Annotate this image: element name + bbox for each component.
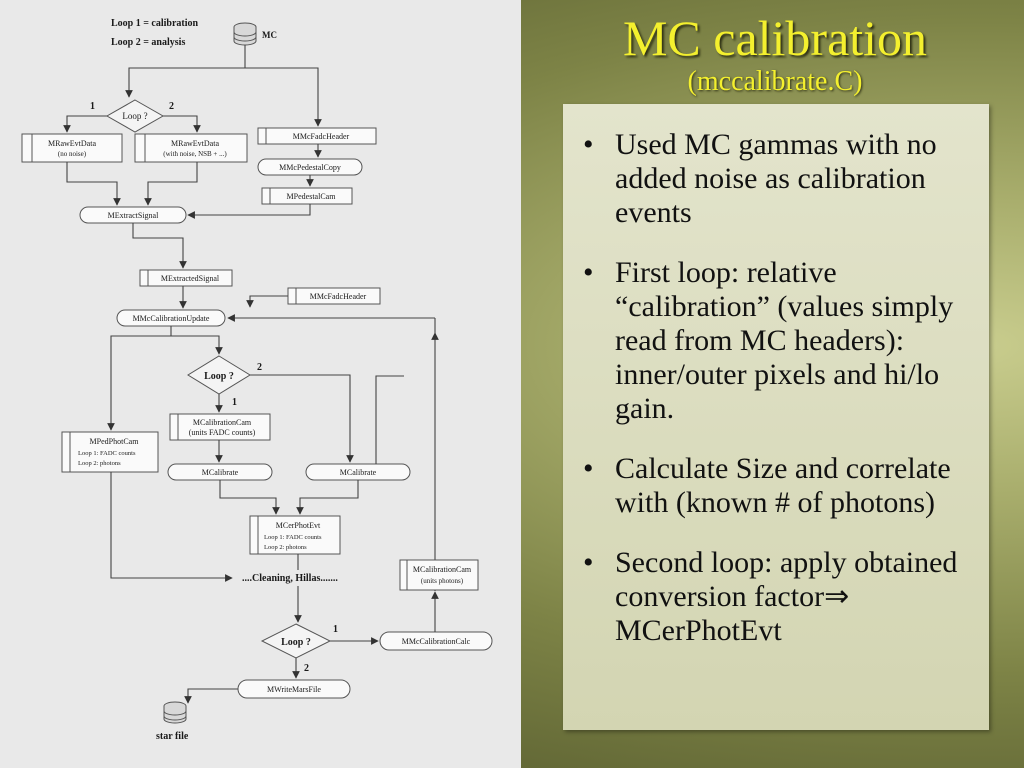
mc-calibration-update: MMcCalibrationUpdate <box>116 309 226 327</box>
bullet-item: Second loop: apply obtained conversion f… <box>583 546 975 648</box>
raw-data-noisy: MRawEvtData (with noise, NSB + ...) <box>134 133 248 163</box>
star-file-label: star file <box>156 731 189 742</box>
ped-phot-cam: MPedPhotCam Loop 1: FADC counts Loop 2: … <box>61 431 159 473</box>
legend-loop1: Loop 1 = calibration <box>111 18 199 29</box>
bullet-box: Used MC gammas with no added noise as ca… <box>563 104 989 730</box>
raw-data-noiseless: MRawEvtData (no noise) <box>21 133 123 163</box>
mc-fadc-header-top: MMcFadcHeader <box>257 127 377 145</box>
svg-text:MExtractSignal: MExtractSignal <box>108 211 159 220</box>
branch-2-label: 2 <box>169 101 174 112</box>
svg-text:2: 2 <box>257 362 262 373</box>
svg-text:(no noise): (no noise) <box>58 150 87 158</box>
bullet-item: Used MC gammas with no added noise as ca… <box>583 128 975 230</box>
svg-text:(with noise, NSB + ...): (with noise, NSB + ...) <box>163 150 227 158</box>
extract-signal: MExtractSignal <box>79 206 187 224</box>
svg-text:(units FADC counts): (units FADC counts) <box>189 428 256 437</box>
svg-text:Loop 1: FADC counts: Loop 1: FADC counts <box>264 534 322 541</box>
star-file-database-icon <box>163 701 187 724</box>
svg-text:MWriteMarsFile: MWriteMarsFile <box>267 685 321 694</box>
svg-text:Loop 2: photons: Loop 2: photons <box>264 544 307 551</box>
svg-text:MRawEvtData: MRawEvtData <box>171 139 219 148</box>
svg-text:MCalibrationCam: MCalibrationCam <box>193 418 252 427</box>
branch-1-label: 1 <box>90 101 95 112</box>
loop-decision-1 <box>105 99 165 133</box>
svg-text:Loop 2: photons: Loop 2: photons <box>78 460 121 467</box>
svg-text:MMcFadcHeader: MMcFadcHeader <box>293 132 350 141</box>
loop-label-1: Loop ? <box>122 111 147 121</box>
svg-text:MPedestalCam: MPedestalCam <box>287 192 337 201</box>
svg-text:MMcPedestalCopy: MMcPedestalCopy <box>279 163 341 172</box>
bullet-item: First loop: relative “calibration” (valu… <box>583 256 975 426</box>
extracted-signal: MExtractedSignal <box>139 269 233 287</box>
flowchart: Loop 1 = calibration Loop 2 = analysis M… <box>21 18 493 742</box>
svg-text:MCerPhotEvt: MCerPhotEvt <box>276 521 321 530</box>
svg-text:Loop 1: FADC counts: Loop 1: FADC counts <box>78 450 136 457</box>
loop-label-2: Loop ? <box>204 371 234 382</box>
mc-label: MC <box>262 30 277 40</box>
svg-text:MMcCalibrationUpdate: MMcCalibrationUpdate <box>133 314 210 323</box>
bullet-item: Calculate Size and correlate with (known… <box>583 452 975 520</box>
svg-text:MPedPhotCam: MPedPhotCam <box>90 437 140 446</box>
svg-text:(units photons): (units photons) <box>421 577 464 585</box>
svg-text:MMcFadcHeader: MMcFadcHeader <box>310 292 367 301</box>
cleaning-hillas-label: ....Cleaning, Hillas....... <box>242 573 338 584</box>
svg-text:MCalibrationCam: MCalibrationCam <box>413 565 472 574</box>
mc-pedestal-copy: MMcPedestalCopy <box>257 158 363 176</box>
svg-text:MRawEvtData: MRawEvtData <box>48 139 96 148</box>
calibrate-right: MCalibrate <box>305 463 411 481</box>
calibration-cam-photons: MCalibrationCam (units photons) <box>399 559 479 591</box>
svg-text:MMcCalibrationCalc: MMcCalibrationCalc <box>402 637 471 646</box>
cer-phot-evt: MCerPhotEvt Loop 1: FADC counts Loop 2: … <box>249 515 341 555</box>
legend-loop2: Loop 2 = analysis <box>111 37 185 48</box>
calibration-cam-fadc: MCalibrationCam (units FADC counts) <box>169 413 271 441</box>
slide-title: MC calibration <box>622 10 928 66</box>
svg-text:MCalibrate: MCalibrate <box>340 468 377 477</box>
mc-calibration-calc: MMcCalibrationCalc <box>379 631 493 651</box>
pedestal-cam: MPedestalCam <box>261 187 353 205</box>
loop-label-3: Loop ? <box>281 637 311 648</box>
mc-fadc-header-mid: MMcFadcHeader <box>287 287 381 305</box>
calibrate-left: MCalibrate <box>167 463 273 481</box>
svg-text:2: 2 <box>304 663 309 674</box>
svg-text:1: 1 <box>232 397 237 408</box>
write-mars-file: MWriteMarsFile <box>237 679 351 699</box>
mc-database-icon <box>233 22 257 46</box>
bullet-list: Used MC gammas with no added noise as ca… <box>563 104 989 648</box>
svg-text:MCalibrate: MCalibrate <box>202 468 239 477</box>
svg-text:1: 1 <box>333 624 338 635</box>
flowchart-panel: Loop 1 = calibration Loop 2 = analysis M… <box>0 0 521 768</box>
svg-text:MExtractedSignal: MExtractedSignal <box>161 274 220 283</box>
slide-subtitle: (mccalibrate.C) <box>687 66 863 97</box>
